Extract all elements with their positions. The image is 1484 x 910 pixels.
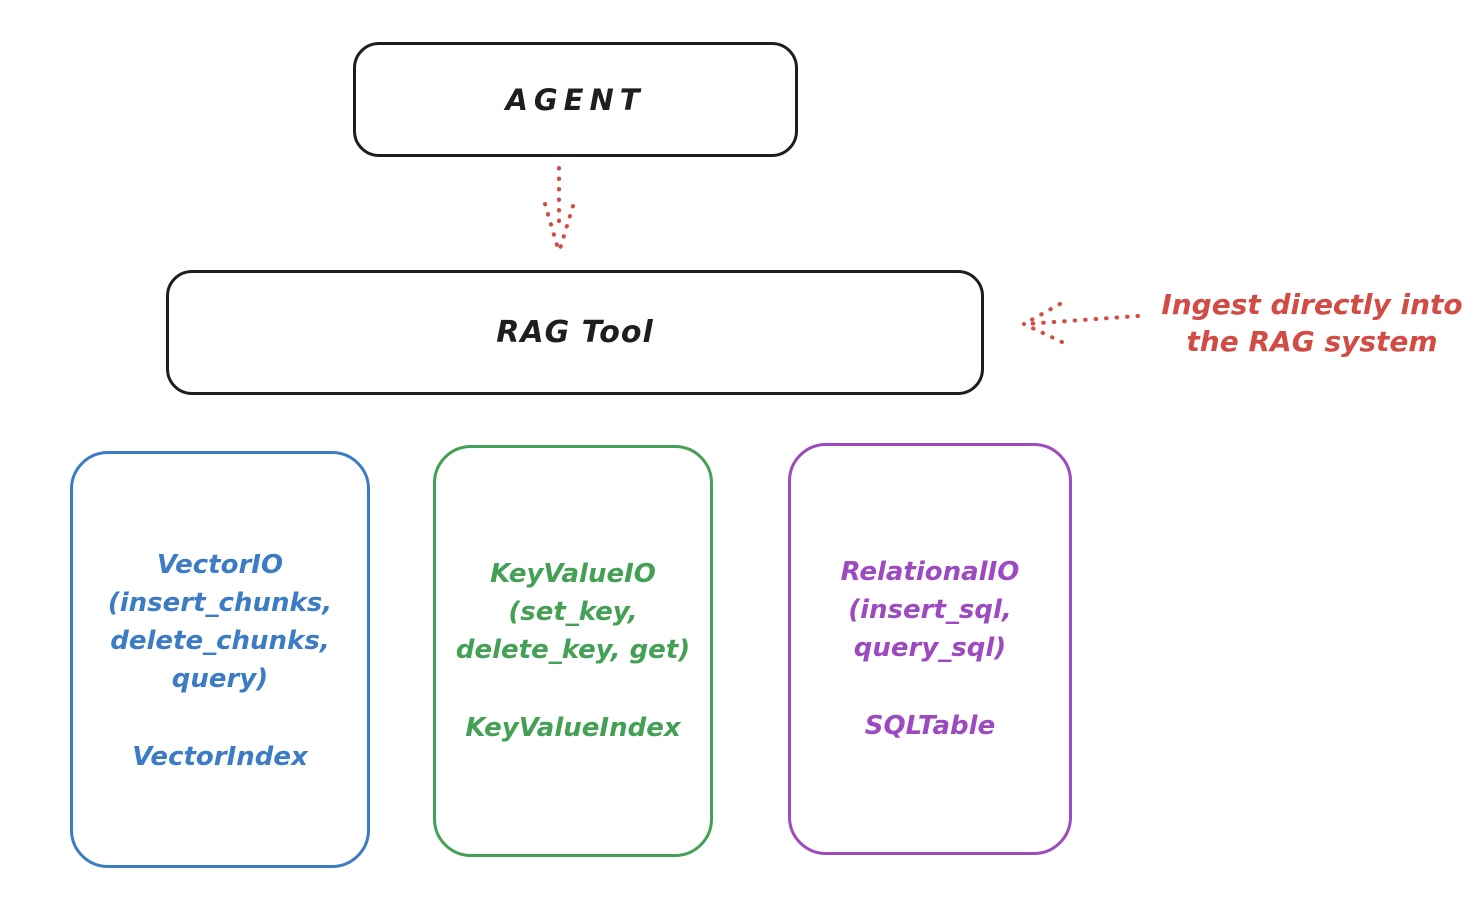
backend-index-label: SQLTable	[864, 711, 996, 741]
backend-io-line: (insert_chunks,	[107, 588, 333, 618]
flow-arrow-down-icon	[543, 166, 575, 254]
backend-content-vector-io: VectorIO (insert_chunks, delete_chunks, …	[73, 454, 367, 776]
backend-io-line: (insert_sql,	[848, 595, 1012, 625]
backend-index-label: KeyValueIndex	[465, 713, 681, 743]
rag-tool-label: RAG Tool	[496, 315, 654, 350]
backend-io-line: delete_key, get)	[455, 635, 691, 665]
backend-io-line: KeyValueIO	[490, 559, 656, 589]
backend-box-keyvalue-io: KeyValueIO (set_key, delete_key, get) Ke…	[433, 445, 713, 857]
backend-io-line: VectorIO	[156, 550, 284, 580]
backend-io-line: (set_key,	[508, 597, 638, 627]
backend-io-line: query_sql)	[853, 633, 1007, 663]
agent-box: AGENT	[353, 42, 798, 157]
backend-io-line: RelationalIO	[840, 557, 1020, 587]
backend-box-vector-io: VectorIO (insert_chunks, delete_chunks, …	[70, 451, 370, 868]
rag-tool-box: RAG Tool	[166, 270, 984, 395]
backend-content-relational-io: RelationalIO (insert_sql, query_sql) SQL…	[791, 446, 1069, 745]
backend-io-line: delete_chunks,	[110, 626, 330, 656]
annotation-arrow-left-icon	[1022, 302, 1140, 344]
agent-label: AGENT	[505, 82, 646, 117]
annotation-line-2: the RAG system	[1186, 325, 1438, 358]
backend-index-label: VectorIndex	[132, 742, 308, 772]
backend-box-relational-io: RelationalIO (insert_sql, query_sql) SQL…	[788, 443, 1072, 855]
annotation-text: Ingest directly into the RAG system	[1140, 286, 1484, 360]
backend-content-keyvalue-io: KeyValueIO (set_key, delete_key, get) Ke…	[436, 448, 710, 747]
annotation-line-1: Ingest directly into	[1161, 288, 1463, 321]
backend-io-line: query)	[171, 664, 269, 694]
